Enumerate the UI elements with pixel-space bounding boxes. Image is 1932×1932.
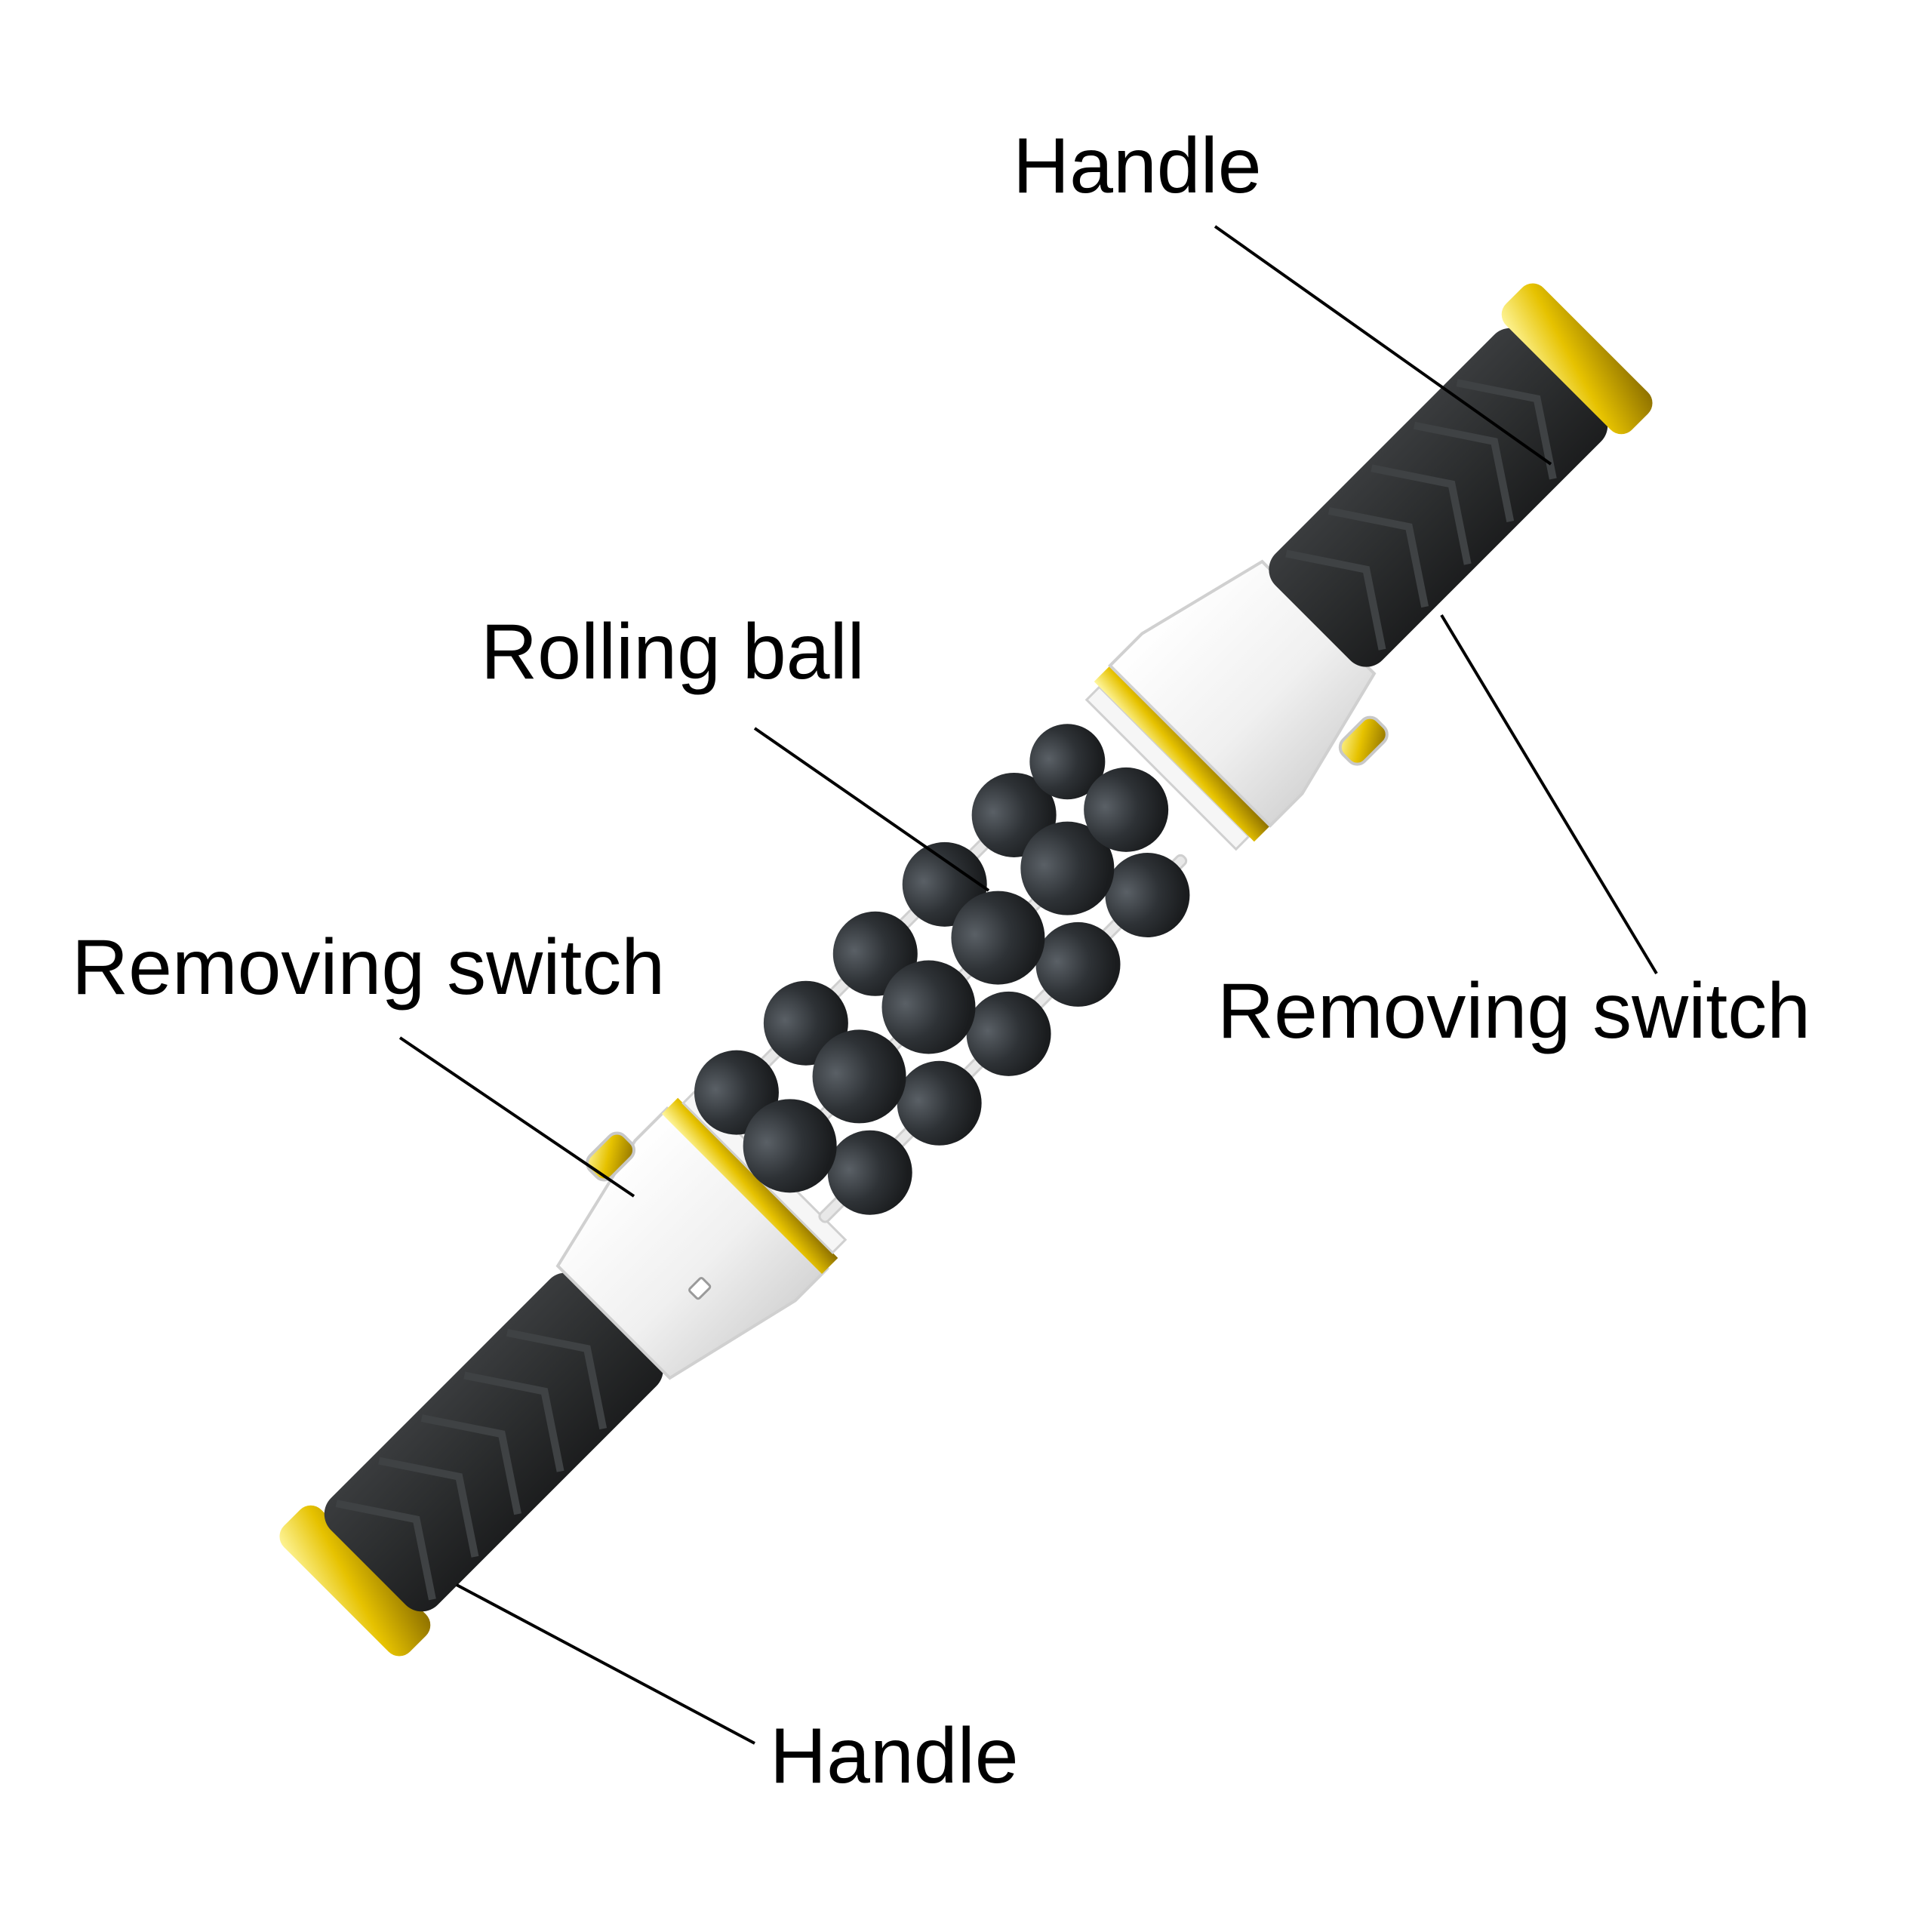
grip-pattern-top: [1285, 379, 1557, 651]
leader-handle-bottom: [456, 1583, 755, 1745]
leader-rolling-ball: [753, 727, 990, 892]
gold-ring-bottom: [661, 1097, 838, 1275]
leader-switch-right: [1440, 614, 1658, 975]
label-removing-switch-left: Removing switch: [72, 924, 666, 1011]
removing-switch-top: [1338, 715, 1389, 766]
leader-lines: [398, 225, 1658, 1745]
handle-bottom: [279, 1272, 663, 1657]
label-handle-top: Handle: [1013, 122, 1262, 210]
rolling-balls: [694, 724, 1190, 1215]
leader-switch-left: [398, 1036, 635, 1198]
end-cap-top: [1501, 283, 1653, 435]
removing-switch-bottom: [586, 1131, 636, 1182]
grip-pattern-bottom: [335, 1328, 608, 1601]
grip-top: [1269, 328, 1608, 667]
gold-ring-top: [1094, 665, 1271, 842]
housing-bottom: [555, 1088, 848, 1380]
grip-bottom: [324, 1272, 663, 1612]
housing-top: [1084, 559, 1389, 851]
end-cap-bottom: [279, 1505, 431, 1657]
label-handle-bottom: Handle: [770, 1712, 1019, 1800]
label-removing-switch-right: Removing switch: [1217, 968, 1811, 1055]
roller-body: [279, 283, 1653, 1657]
handle-top: [1269, 283, 1653, 667]
label-rolling-ball: Rolling ball: [481, 608, 865, 696]
leader-handle-top: [1214, 225, 1552, 466]
